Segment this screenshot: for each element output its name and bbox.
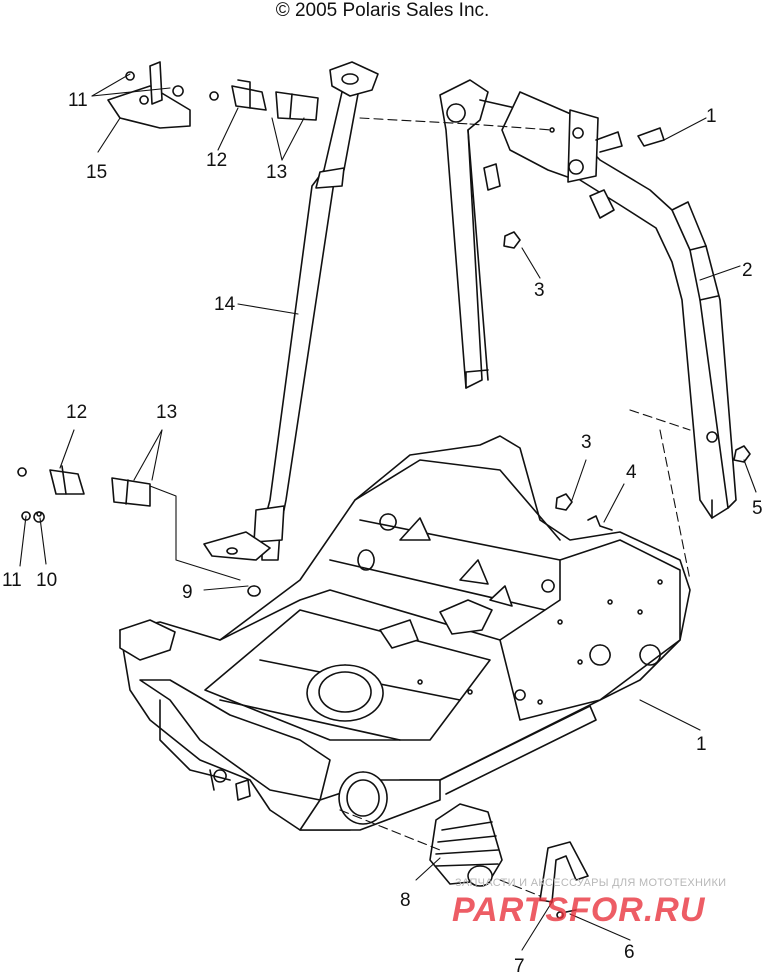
clamps-top: [209, 79, 319, 121]
shift-boot: [429, 803, 503, 887]
steering-column: [203, 61, 379, 561]
watermark-logo: PARTSFOR.RU: [452, 891, 706, 929]
callout-12-left: 12: [66, 402, 87, 423]
main-frame-chassis: [119, 435, 691, 831]
callout-1-top: 1: [706, 106, 717, 127]
clamps-left: [17, 465, 151, 523]
callout-12-top: 12: [206, 150, 227, 171]
bolt-4: [587, 515, 613, 531]
callout-7: 7: [514, 956, 525, 973]
washer-9: [247, 585, 261, 597]
callout-6: 6: [624, 942, 635, 963]
copyright-notice: © 2005 Polaris Sales Inc.: [275, 0, 490, 21]
callout-13-top: 13: [266, 162, 287, 183]
nut-5: [733, 445, 751, 463]
callout-13-left: 13: [156, 402, 177, 423]
callout-11-top: 11: [68, 90, 88, 111]
bolt-1: [637, 127, 665, 147]
roll-bar-frame: [439, 79, 737, 519]
callout-15: 15: [86, 162, 107, 183]
boot-ring: [539, 841, 589, 919]
nut-3-mid: [555, 493, 573, 511]
callout-14: 14: [214, 294, 236, 315]
callout-2: 2: [742, 260, 753, 281]
callout-11-left: 11: [2, 570, 22, 591]
callout-10: 10: [36, 570, 57, 591]
nut-3-top: [503, 231, 521, 249]
callout-4: 4: [626, 462, 637, 483]
watermark-tagline: ЗАПЧАСТИ И АКСЕССУАРЫ ДЛЯ МОТОТЕХНИКИ: [455, 877, 727, 889]
bolt-6: [565, 909, 577, 913]
callout-1-bottom: 1: [696, 734, 707, 755]
callout-3-mid: 3: [581, 432, 592, 453]
callout-3-top: 3: [534, 280, 545, 301]
callout-9: 9: [182, 582, 193, 603]
callout-5: 5: [752, 498, 763, 519]
callout-8: 8: [400, 890, 411, 911]
